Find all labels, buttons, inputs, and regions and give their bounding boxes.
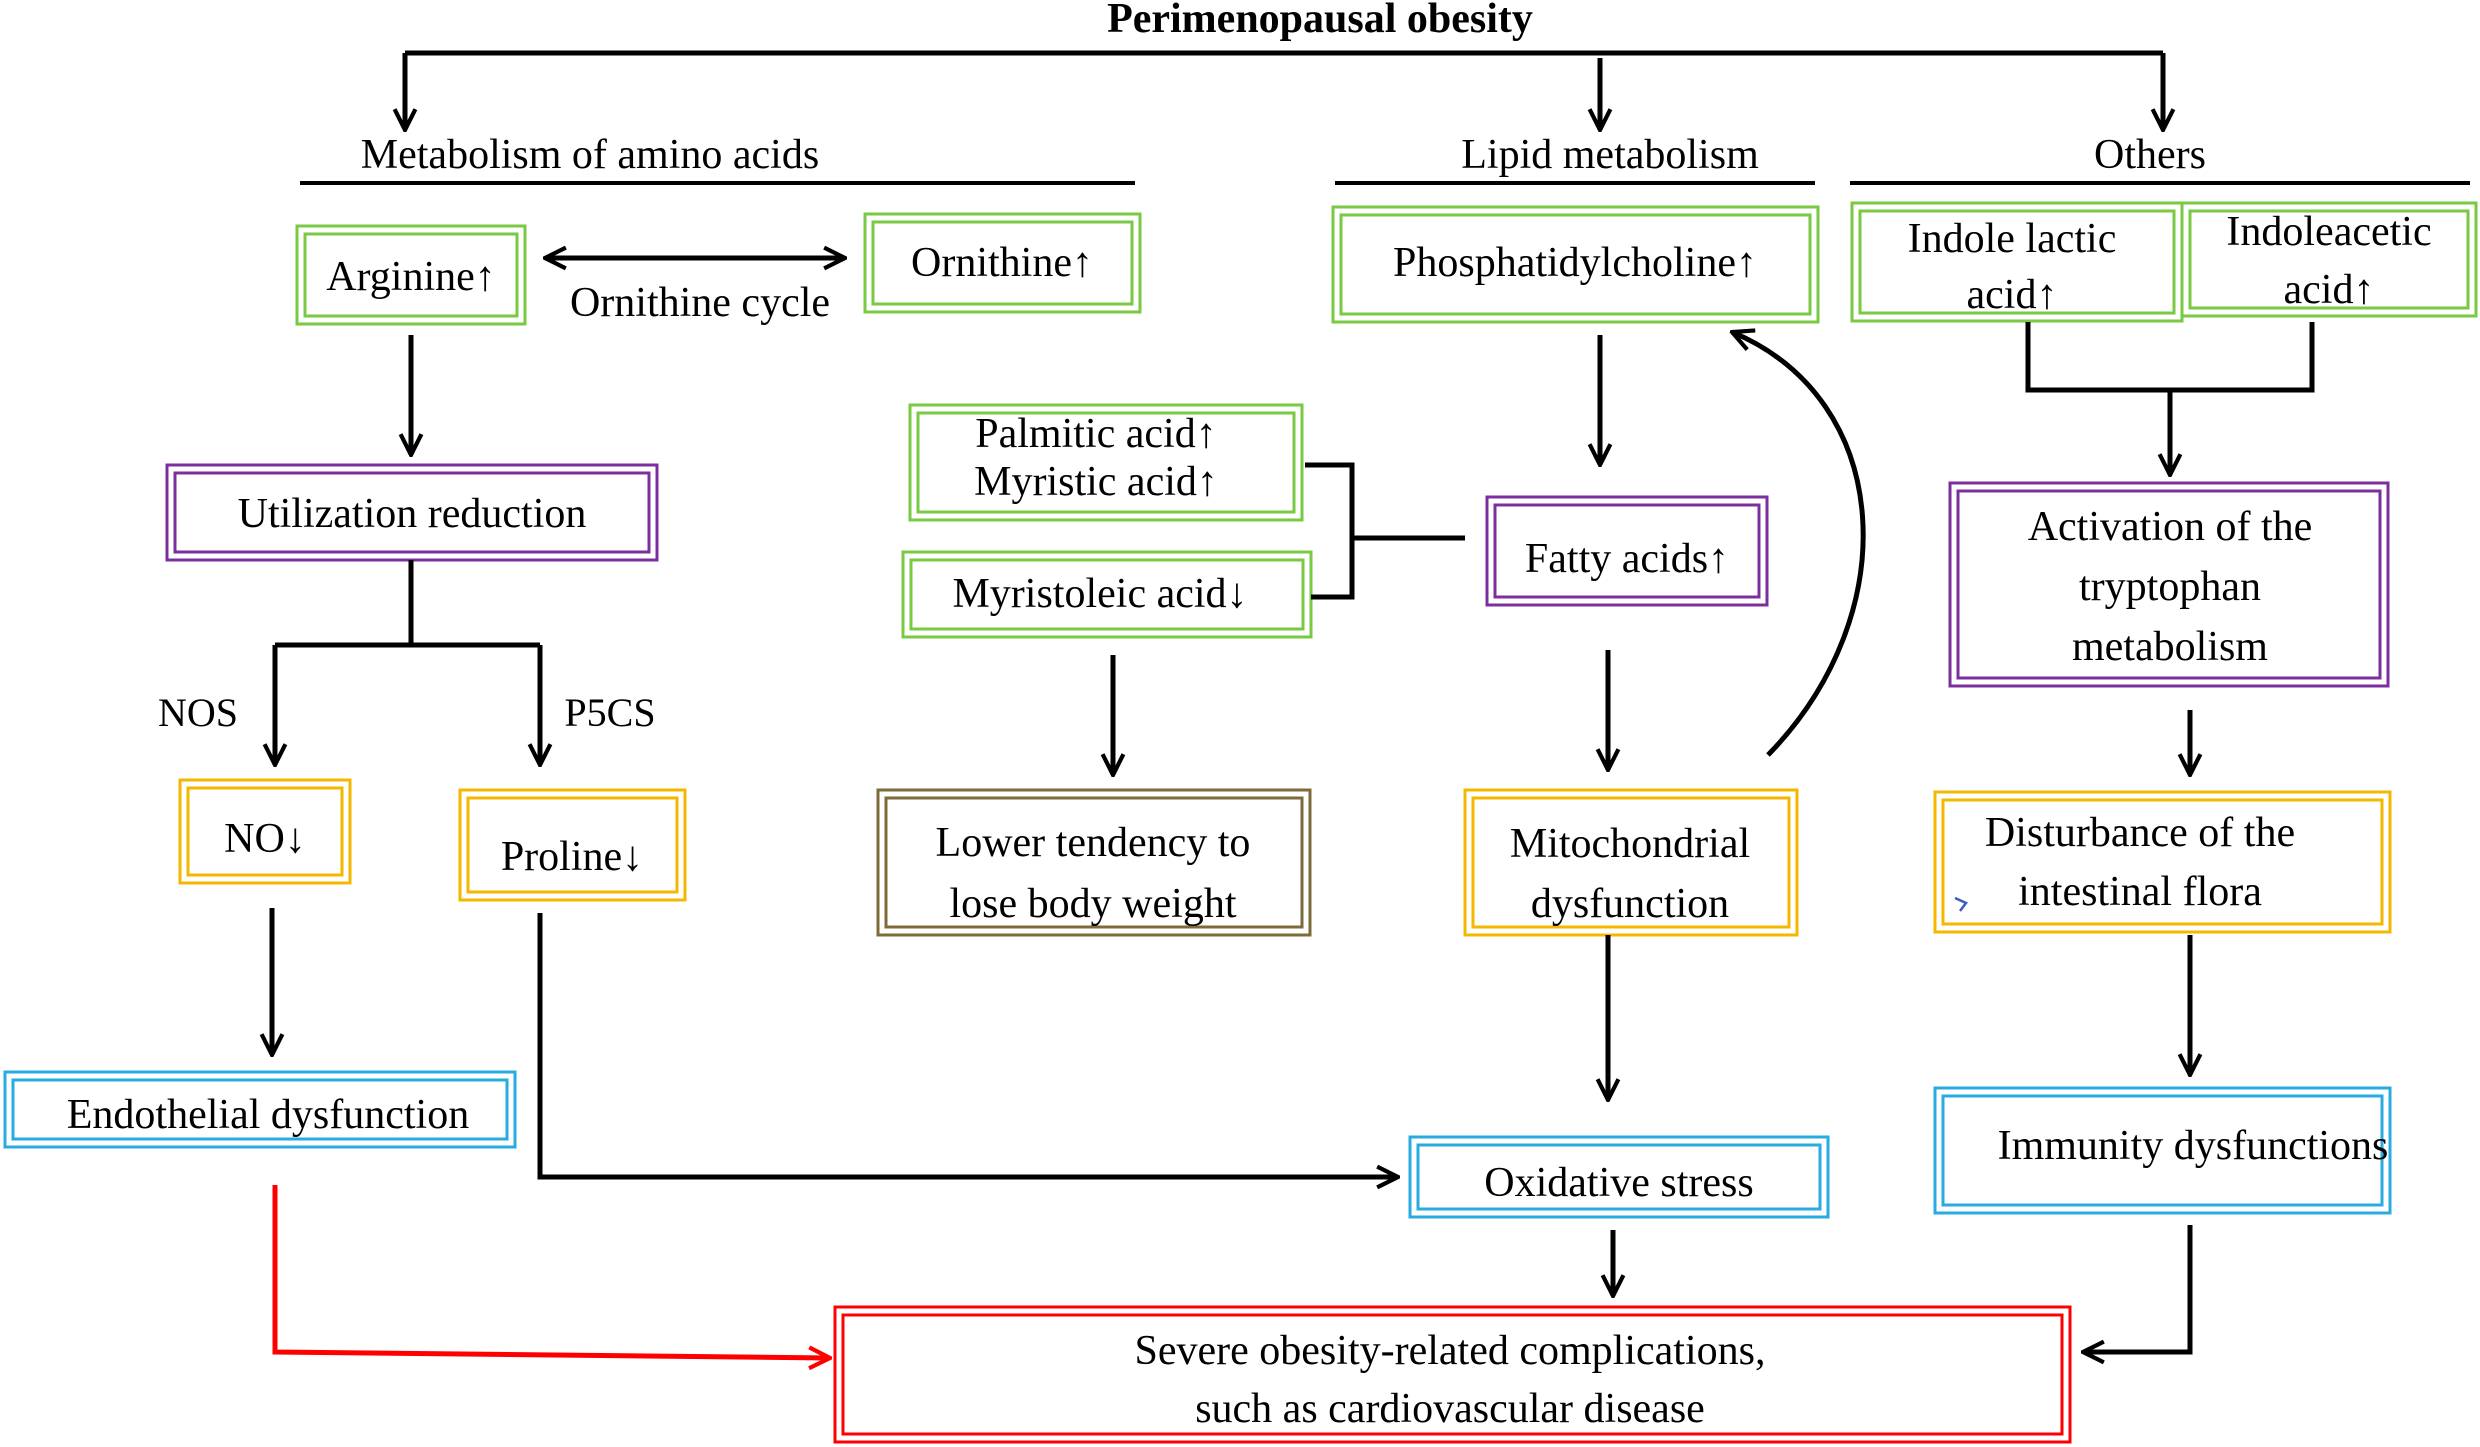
phosphatidylcholine-box: Phosphatidylcholine↑ [1331, 205, 1820, 324]
flora-label-1: Disturbance of the [1985, 810, 2295, 856]
immunity-label: Immunity dysfunctions [1998, 1123, 2389, 1169]
severe-label-1: Severe obesity-related complications, [1135, 1328, 1766, 1374]
indole-join [2025, 322, 2315, 393]
ornithine-cycle-label: Ornithine cycle [570, 280, 830, 326]
indole-lactic-box: Indole lactic acid↑ [1850, 201, 2184, 323]
tryptophan-label-2: tryptophan [2079, 564, 2261, 610]
ornithine-box: Ornithine↑ [863, 212, 1142, 314]
proline-label: Proline↓ [501, 834, 643, 880]
palmitic-label: Palmitic acid↑ [975, 411, 1216, 457]
indoleacetic-label-1: Indoleacetic [2226, 209, 2431, 255]
severe-complications-box: Severe obesity-related complications, su… [833, 1305, 2072, 1444]
lower-tendency-label-1: Lower tendency to [936, 820, 1251, 866]
indoleacetic-label-2: acid↑ [2284, 267, 2375, 313]
flora-box: Disturbance of the intestinal flora [1933, 790, 2392, 934]
fatty-acids-box: Fatty acids↑ [1485, 495, 1769, 607]
oxidative-stress-box: Oxidative stress [1408, 1135, 1830, 1219]
tryptophan-label-1: Activation of the [2028, 504, 2313, 550]
myristoleic-box: Myristoleic acid↓ [901, 550, 1313, 639]
severe-label-2: such as cardiovascular disease [1195, 1386, 1705, 1432]
ornithine-label: Ornithine↑ [911, 240, 1093, 286]
no-label: NO↓ [224, 816, 306, 862]
fatty-acids-label: Fatty acids↑ [1525, 536, 1729, 582]
p5cs-label: P5CS [564, 690, 655, 735]
nos-label: NOS [158, 690, 238, 735]
section-amino: Metabolism of amino acids [361, 132, 819, 178]
utilization-box: Utilization reduction [165, 463, 659, 562]
checkmark-icon [1954, 896, 1968, 912]
arrow-proline-oxidative [537, 913, 1398, 1177]
lower-tendency-label-2: lose body weight [950, 881, 1237, 927]
tryptophan-box: Activation of the tryptophan metabolism [1948, 481, 2390, 688]
diagram-title: Perimenopausal obesity [1107, 0, 1533, 42]
arrow-immunity-severe [2083, 1225, 2193, 1352]
indoleacetic-box: Indoleacetic acid↑ [2180, 201, 2478, 318]
oxidative-stress-label: Oxidative stress [1484, 1160, 1753, 1206]
no-box: NO↓ [178, 778, 352, 885]
endothelial-box: Endothelial dysfunction [3, 1070, 517, 1149]
arrow-endothelial-severe [272, 1185, 830, 1358]
flora-label-2: intestinal flora [2018, 869, 2262, 915]
mitochondrial-box: Mitochondrial dysfunction [1463, 788, 1799, 937]
arginine-label: Arginine↑ [326, 254, 496, 300]
indole-lactic-label-2: acid↑ [1967, 272, 2058, 318]
tryptophan-label-3: metabolism [2072, 624, 2268, 670]
arginine-box: Arginine↑ [295, 224, 527, 326]
mito-label-1: Mitochondrial [1510, 821, 1750, 867]
fatty-acid-bracket [1305, 462, 1355, 600]
immunity-box: Immunity dysfunctions [1933, 1086, 2392, 1215]
section-lipid: Lipid metabolism [1461, 132, 1759, 178]
indole-lactic-label-1: Indole lactic [1908, 216, 2117, 262]
arrow-mito-pc-feedback [1732, 332, 1866, 757]
endothelial-label: Endothelial dysfunction [67, 1092, 469, 1138]
palmitic-myristic-box: Palmitic acid↑ Myristic acid↑ [908, 403, 1304, 522]
utilization-label: Utilization reduction [238, 491, 587, 537]
proline-box: Proline↓ [458, 788, 687, 902]
lower-tendency-box: Lower tendency to lose body weight [876, 788, 1312, 937]
myristic-label: Myristic acid↑ [974, 459, 1218, 505]
phosphatidylcholine-label: Phosphatidylcholine↑ [1393, 240, 1757, 286]
mito-label-2: dysfunction [1531, 881, 1729, 927]
section-others: Others [2094, 132, 2206, 178]
myristoleic-label: Myristoleic acid↓ [952, 571, 1247, 617]
